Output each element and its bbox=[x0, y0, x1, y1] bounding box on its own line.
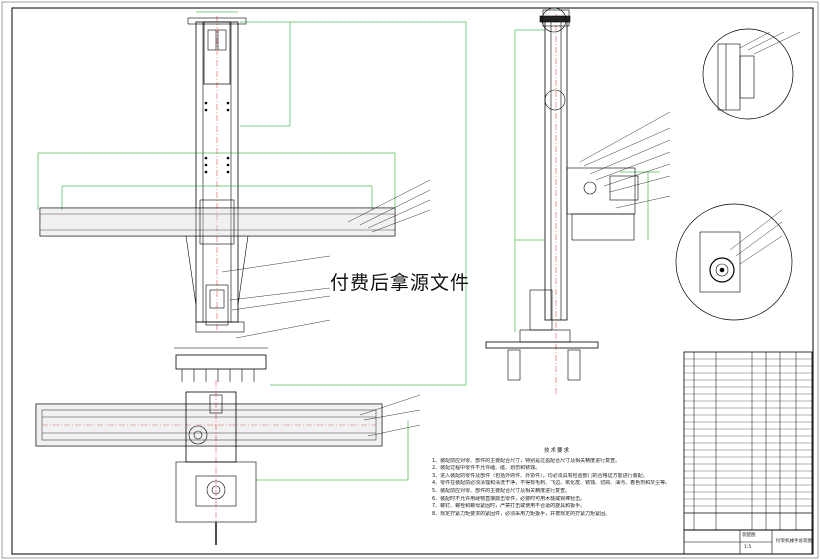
side-view bbox=[485, 9, 671, 395]
detail-views bbox=[541, 7, 801, 321]
note-line: 4、零件在装配前必须清理和清洗干净，不得有毛刺、飞边、氧化皮、锈蚀、切屑、油污、… bbox=[432, 480, 671, 487]
note-line: 3、进入装配的零件及部件（包括外购件、外协件），均必须具有检验部门的合格证方能进… bbox=[432, 472, 648, 479]
note-line: 5、装配前应对零、部件的主要配合尺寸及相关精度进行复查。 bbox=[432, 487, 571, 494]
parts-list bbox=[683, 351, 813, 531]
top-view bbox=[35, 380, 421, 545]
technical-notes: 技术要求 1、装配前应对零、部件的主要配合尺寸，特别是过盈配合尺寸及相关精度进行… bbox=[432, 448, 682, 518]
note-line: 8、规定拧紧力矩要求的紧固件，必须采用力矩扳手，并按规定的拧紧力矩紧固。 bbox=[432, 510, 611, 517]
drawing-title: 桁架机械手总装图 bbox=[776, 539, 812, 544]
note-line: 1、装配前应对零、部件的主要配合尺寸，特别是过盈配合尺寸及相关精度进行复查。 bbox=[432, 457, 621, 464]
watermark-text: 付费后拿源文件 bbox=[330, 272, 471, 294]
technical-notes-title: 技术要求 bbox=[543, 448, 570, 454]
note-line: 7、螺钉、螺栓和螺母紧固时，严禁打击或使用不合适的旋具和扳手。 bbox=[432, 503, 586, 510]
note-line: 2、装配过程中零件不允许磕、碰、划伤和锈蚀。 bbox=[432, 465, 541, 472]
inner-border bbox=[11, 7, 814, 555]
title-block bbox=[683, 529, 813, 555]
note-line: 6、装配时不允许用硬物直接敲击零件，必要时可用木槌或铜棒轻击。 bbox=[432, 495, 586, 502]
front-view bbox=[37, 11, 467, 386]
drawing-scale: 1:5 bbox=[744, 545, 752, 550]
drawing-material: 装配图 bbox=[742, 533, 756, 538]
